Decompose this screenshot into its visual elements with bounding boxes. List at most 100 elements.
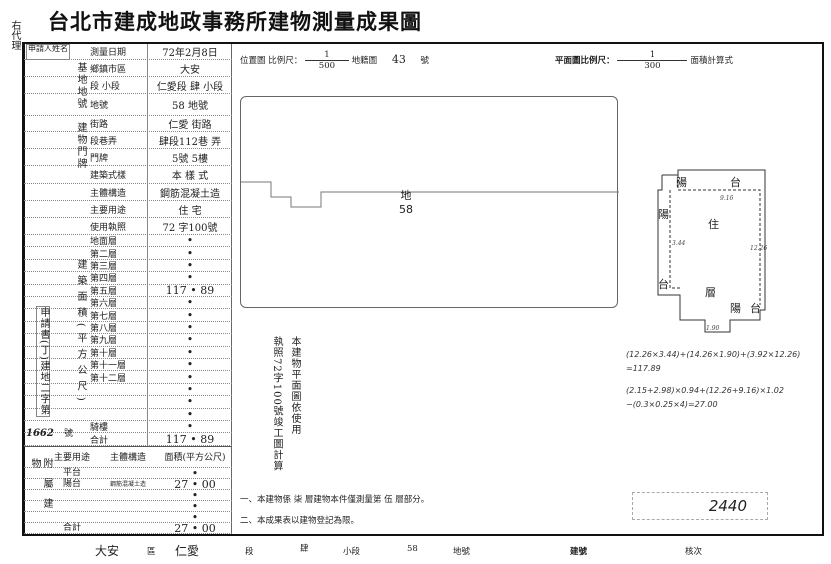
formula-1: (12.26×3.44)+(14.26×1.90)+(3.92×12.26) <box>626 350 801 359</box>
row-value: 住 宅 <box>178 205 202 217</box>
row-label: 門牌 <box>88 149 148 165</box>
vertical-note-1: 本建物平面圖依使用 <box>289 336 300 435</box>
row-value: 58 地號 <box>172 101 208 112</box>
row-value: • <box>186 345 194 359</box>
annex-use: 平台 <box>62 468 81 478</box>
plan-label-4: 住 <box>708 217 719 231</box>
plan-label: 平面圖比例尺： <box>555 56 615 66</box>
info-row: 門牌 5號 5樓 <box>24 149 232 166</box>
plan-dim-1: 9.16 <box>720 195 734 202</box>
plan-dim-3: 3.44 <box>672 240 686 247</box>
row-label: 第十二層 <box>88 371 148 383</box>
floor-row: 第二層• <box>24 247 232 260</box>
annex-row: • <box>24 512 232 523</box>
footer-section: 仁愛 <box>175 544 200 558</box>
vertical-note-2: 執照72字100號竣工圖計算 <box>271 336 282 472</box>
annex-header-cell: 主體構造 <box>109 453 146 463</box>
floor-row: • <box>24 383 232 397</box>
plan-label-3: 陽 <box>658 208 669 221</box>
annex-value: 27 • 00 <box>174 522 216 535</box>
row-label <box>88 408 148 420</box>
row-value: • <box>186 333 194 347</box>
row-label: 騎樓 <box>88 421 148 433</box>
stamp-number: 2440 <box>632 492 768 520</box>
row-value: 仁愛段 肆 小段 <box>156 81 224 93</box>
row-label: 合計 <box>88 433 148 445</box>
formula-4: −(0.3×0.25×4)=27.00 <box>626 400 718 409</box>
row-value: 大安 <box>180 64 200 76</box>
annex-value: • <box>191 467 199 480</box>
footer-lot: 58 <box>407 544 418 554</box>
plan-label-2: 台 <box>730 175 741 189</box>
floor-row: 第三層• <box>24 259 232 273</box>
annex-struct: 鋼筋混凝土造 <box>109 481 146 488</box>
floor-row: 第六層• <box>24 296 232 310</box>
scale-den: 500 <box>304 60 349 71</box>
applicant-suffix: 號 <box>64 429 74 439</box>
info-row: 段巷弄肆段112巷 弄 <box>24 132 232 149</box>
footer-district: 大安 <box>95 544 120 558</box>
applicant-note: 申請書(丁)建地二字第 <box>36 306 50 417</box>
row-value: • <box>186 358 194 372</box>
floor-row: 第十一層 • <box>24 358 232 372</box>
location-map: 地 58 <box>240 96 619 308</box>
parcel-label: 地 <box>400 189 412 202</box>
row-value: 肆段112巷 弄 <box>158 136 222 148</box>
row-label: 第七層 <box>88 309 148 321</box>
annex-header: 主要用途主體構造面積(平方公尺) <box>24 446 232 468</box>
row-value: 5號 5樓 <box>172 153 208 165</box>
info-row: 主體構造鋼筋混凝土造 <box>24 184 232 201</box>
floor-row: 地面層• <box>24 234 232 248</box>
footer-check: 核次 <box>685 547 703 557</box>
floor-row: 第八層• <box>24 321 232 335</box>
row-label: 第二層 <box>88 247 148 259</box>
scale-num: 1 <box>324 50 330 60</box>
annex-row: 陽台 鋼筋混凝土造 27 • 00 <box>24 479 232 490</box>
floor-row: 第四層• <box>24 271 232 285</box>
row-label: 第八層 <box>88 321 148 334</box>
plan-dim-4: 1.90 <box>706 325 720 332</box>
plan-scale-num: 1 <box>649 50 656 60</box>
annex-row: 合計 27 • 00 <box>24 523 232 534</box>
row-label: 段巷弄 <box>88 132 148 148</box>
floor-row: 第七層• <box>24 309 232 322</box>
area-calc-label: 面積計算式 <box>690 56 733 66</box>
plan-label-1: 陽 <box>676 176 687 189</box>
row-value: 72 字100號 <box>162 222 218 234</box>
row-label: 街路 <box>88 116 148 131</box>
row-value: 72年2月8日 <box>162 48 218 59</box>
row-value: • <box>186 259 194 272</box>
document-title: 台北市建成地政事務所建物測量成果圖 <box>48 9 422 34</box>
annex-use: 陽台 <box>62 479 81 489</box>
cadastral-label: 地籍圖 <box>351 56 378 66</box>
annex-value: 27 • 00 <box>174 478 216 491</box>
floor-row: • <box>24 395 232 409</box>
row-label: 主體構造 <box>88 184 148 200</box>
footer-section-suffix: 段 <box>245 547 254 557</box>
floor-row: 第十二層• <box>24 371 232 384</box>
annex-use: 合計 <box>62 523 81 533</box>
info-row: 主要用途住 宅 <box>24 201 232 218</box>
row-label: 建築式樣 <box>88 166 148 183</box>
cadastral-suffix: 號 <box>420 56 430 66</box>
formula-3: (2.15+2.98)×0.94+(12.26+9.16)×1.02 <box>626 386 784 395</box>
parcel-number: 58 <box>399 203 413 216</box>
row-label: 第十一層 <box>88 359 148 371</box>
row-value: 117 • 89 <box>165 283 215 297</box>
note-1: 一、本建物係 柒 層建物本件僅測量第 伍 層部分。 <box>240 495 430 505</box>
note-2: 二、本成果表以建物登記為限。 <box>240 516 360 526</box>
floor-row: 第十層• <box>24 345 232 359</box>
row-label: 鄉鎮市區 <box>88 60 148 76</box>
footer-lot-suffix: 地號 <box>453 547 471 557</box>
info-row: 街路仁愛 街路 <box>24 116 232 132</box>
row-value: • <box>186 420 194 434</box>
cadastral-no: 43 <box>391 53 406 66</box>
group-area: 建築面積(平方公尺) <box>75 259 86 407</box>
row-value: • <box>186 271 194 285</box>
row-label <box>88 383 148 396</box>
parcel-outline <box>241 181 619 208</box>
floor-row: 第九層• <box>24 333 232 347</box>
